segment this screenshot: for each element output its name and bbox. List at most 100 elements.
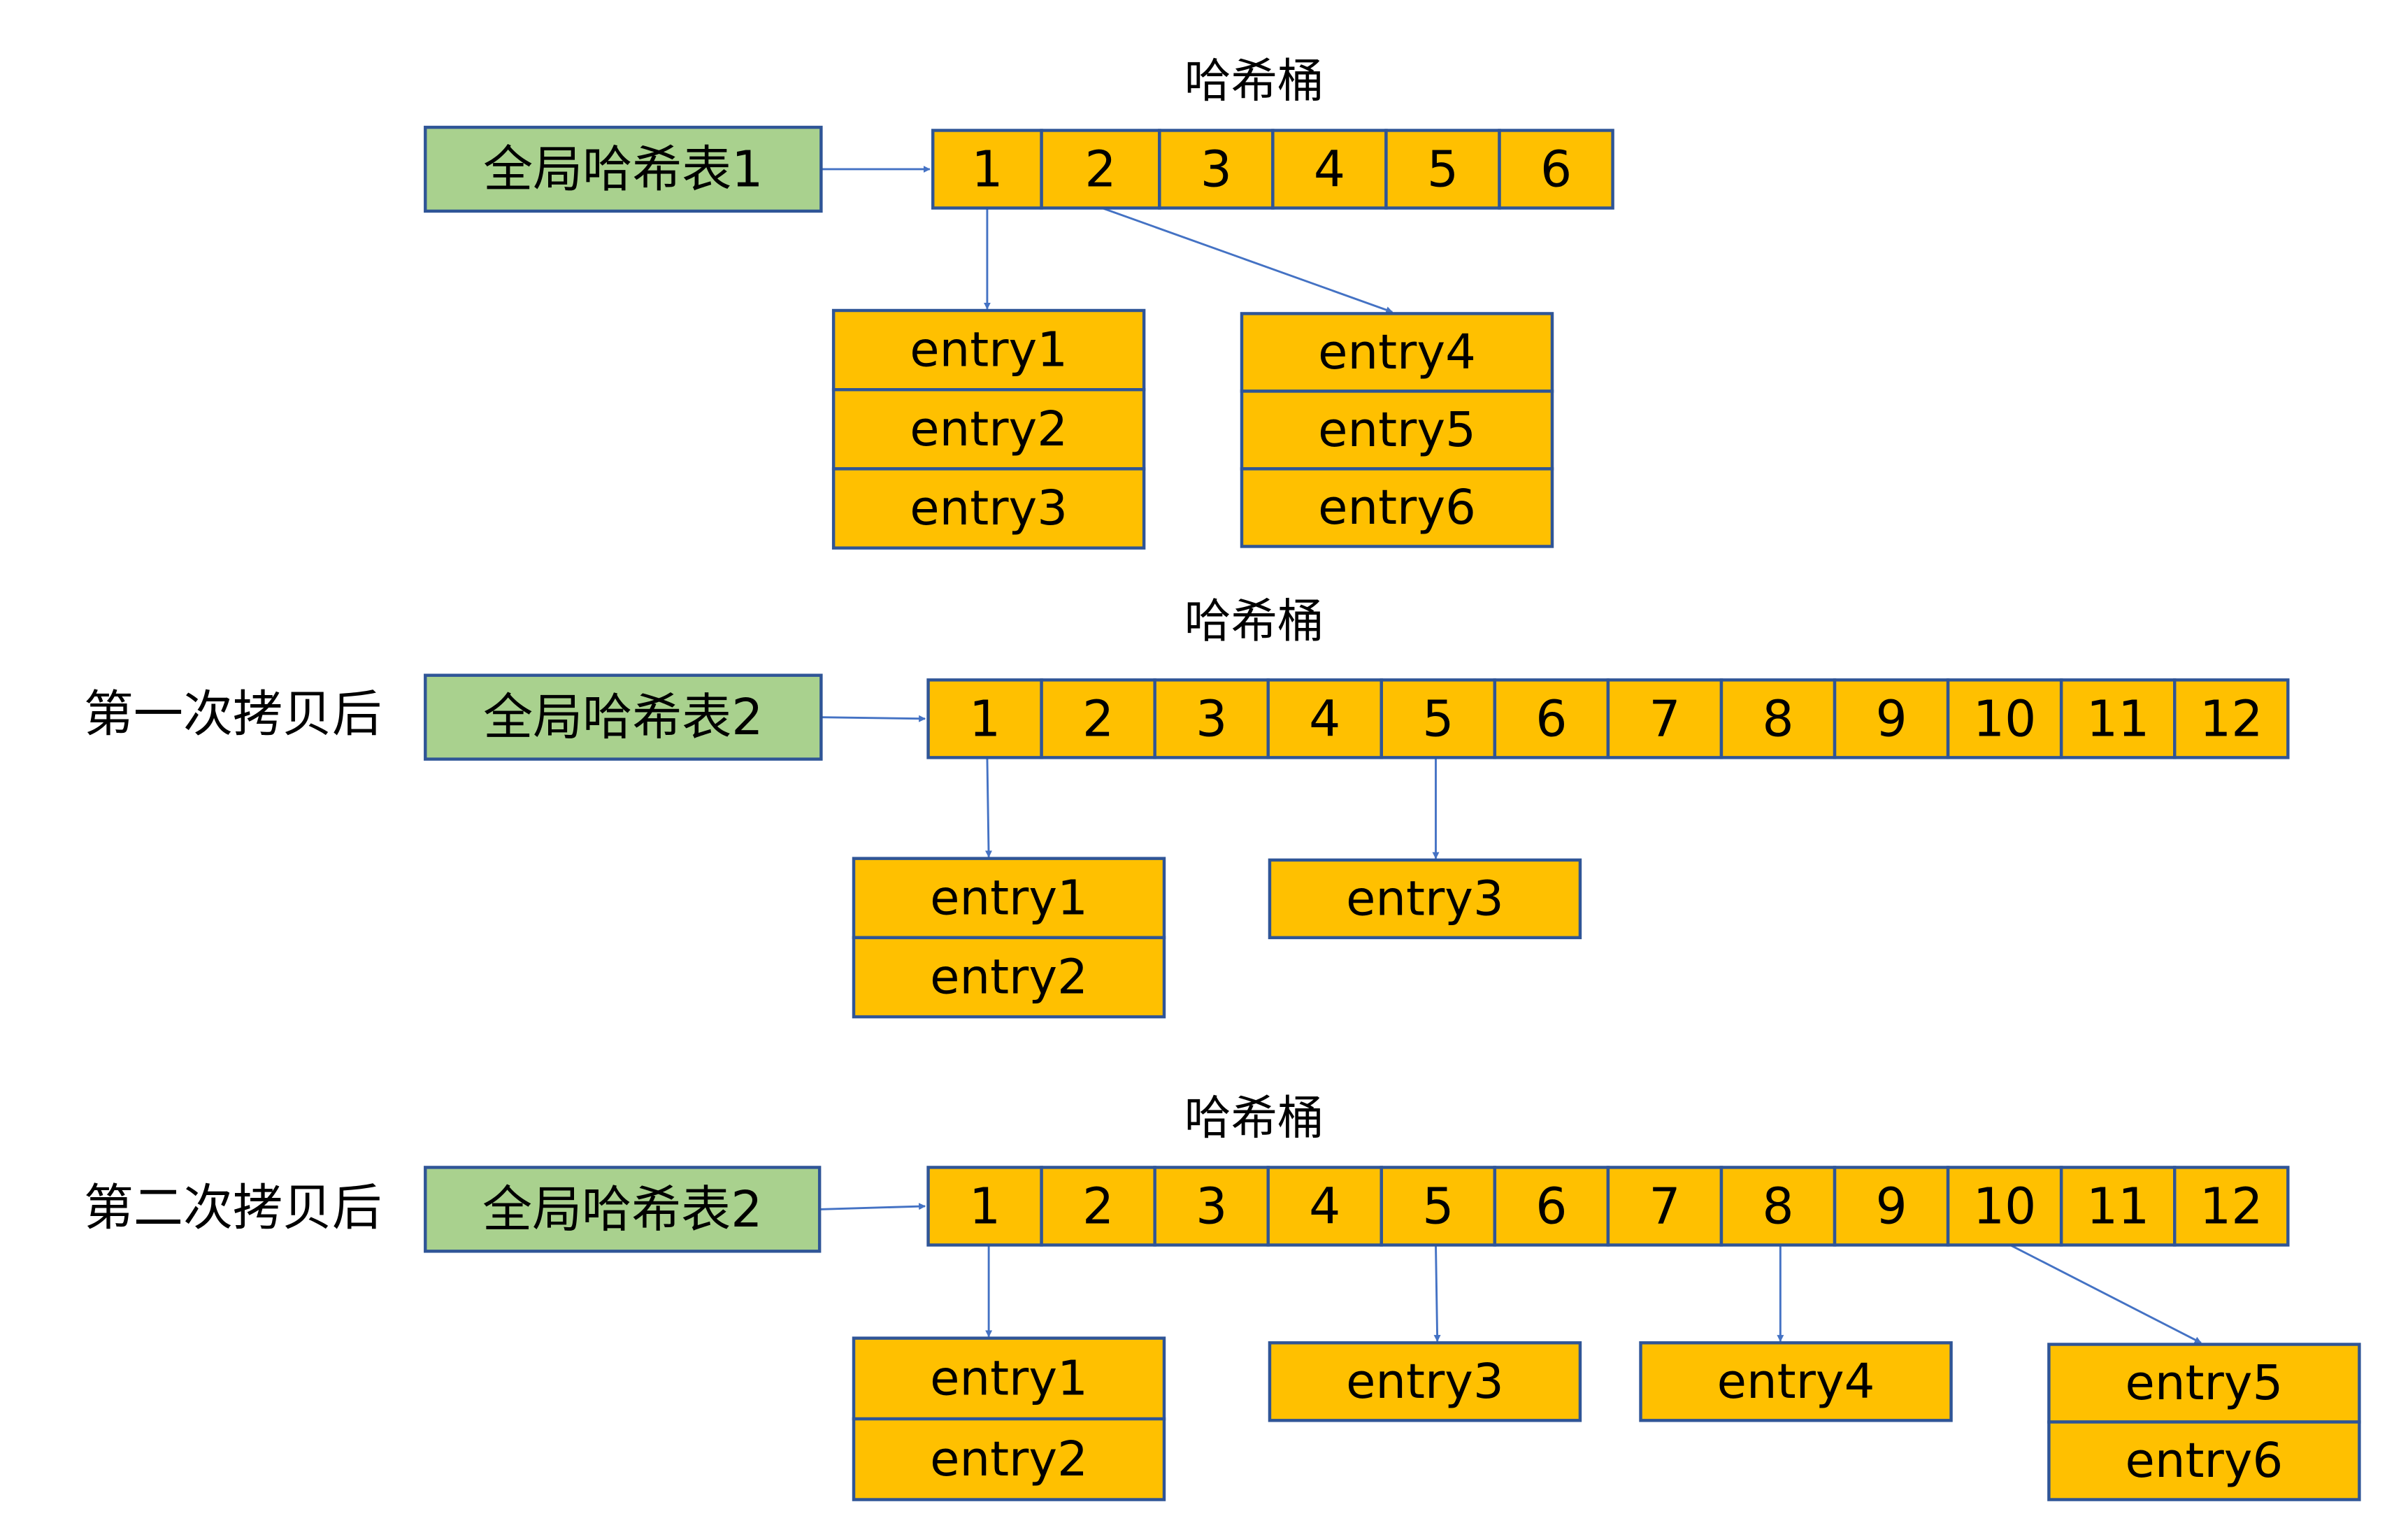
row-label: 第一次拷贝后: [84, 685, 382, 743]
bucket-label: 1: [969, 1177, 1001, 1235]
table-to-buckets-arrow: [821, 715, 926, 722]
entry-cell: [1268, 1341, 1582, 1422]
bucket-cell: [1040, 1166, 1156, 1247]
bucket-label: 2: [1084, 140, 1116, 198]
bucket-cell: [1158, 129, 1275, 210]
bucket-cell: [926, 1166, 1043, 1247]
entry-label: entry2: [930, 949, 1088, 1005]
bucket-cell: [1271, 129, 1388, 210]
entry-cell: [2047, 1420, 2361, 1501]
bucket-cell: [1040, 678, 1156, 759]
bucket-cell: [1266, 678, 1384, 759]
global-hash-table: [424, 673, 823, 761]
bucket-cell: [1719, 678, 1837, 759]
bucket-cell: [1606, 678, 1723, 759]
entry-cell: [831, 467, 1146, 550]
bucket-label: 6: [1535, 1177, 1567, 1235]
bucket-label: 10: [1973, 1177, 2036, 1235]
bucket-label: 5: [1422, 1177, 1454, 1235]
bucket-label: 6: [1540, 140, 1572, 198]
bucket-cell: [931, 129, 1043, 210]
bucket-title: 哈希桶: [1184, 594, 1324, 648]
bucket-label: 9: [1875, 1177, 1907, 1235]
bucket-cell: [2059, 1166, 2177, 1247]
global-hash-table-label: 全局哈希表2: [482, 1180, 762, 1238]
entry-cell: [1268, 858, 1582, 940]
bucket-label: 1: [971, 140, 1003, 198]
bucket-label: 7: [1649, 1177, 1680, 1235]
bucket-cell: [1384, 129, 1501, 210]
global-hash-table: [424, 1166, 822, 1253]
bucket-label: 11: [2086, 1177, 2149, 1235]
entry-cell: [831, 308, 1146, 392]
bucket-title: 哈希桶: [1184, 1090, 1324, 1145]
entry-label: entry1: [910, 322, 1068, 378]
bucket-cell: [1833, 1166, 1950, 1247]
entry-cell: [1240, 467, 1554, 548]
global-hash-table: [424, 125, 823, 213]
entry-label: entry3: [910, 480, 1068, 536]
bucket-label: 4: [1314, 140, 1345, 198]
bucket-cell: [1379, 1166, 1497, 1247]
entry-label: entry2: [930, 1431, 1088, 1487]
entry-label: entry3: [1346, 1354, 1504, 1410]
entry-label: entry5: [1318, 402, 1476, 458]
entry-cell: [831, 387, 1146, 471]
bucket-label: 3: [1201, 140, 1232, 198]
bucket-label: 9: [1875, 689, 1907, 748]
bucket-cell: [926, 678, 1043, 759]
entry-cell: [1240, 389, 1554, 471]
entry-cell: [852, 936, 1166, 1019]
entry-cell: [852, 1417, 1166, 1501]
bucket-label: 2: [1082, 1177, 1114, 1235]
bucket-label: 1: [969, 689, 1001, 748]
entry-cell: [1639, 1341, 1953, 1422]
bucket-label: 12: [2200, 1177, 2263, 1235]
entry-cell: [1240, 312, 1554, 393]
bucket-cell: [1946, 678, 2063, 759]
entry-label: entry4: [1318, 324, 1476, 380]
bucket-label: 10: [1973, 689, 2036, 748]
entry-cell: [852, 857, 1166, 940]
entry-label: entry5: [2126, 1355, 2284, 1411]
bucket-label: 5: [1427, 140, 1459, 198]
bucket-label: 3: [1196, 1177, 1227, 1235]
bucket-cell: [2172, 678, 2290, 759]
entry-label: entry1: [930, 1350, 1088, 1406]
bucket-cell: [1493, 678, 1610, 759]
entry-label: entry1: [930, 870, 1088, 926]
global-hash-table-label: 全局哈希表2: [483, 688, 763, 746]
bucket-cell: [1719, 1166, 1837, 1247]
bucket-to-entry-arrow: [1101, 207, 1393, 313]
global-hash-table-label: 全局哈希表1: [483, 140, 763, 198]
bucket-label: 4: [1309, 689, 1340, 748]
entry-cell: [2047, 1343, 2361, 1424]
bucket-label: 6: [1535, 689, 1567, 748]
bucket-cell: [1946, 1166, 2063, 1247]
bucket-label: 4: [1309, 1177, 1340, 1235]
entry-label: entry3: [1346, 871, 1504, 927]
arrow-layer: [819, 165, 2202, 1344]
entry-label: entry6: [1318, 480, 1476, 536]
bucket-label: 8: [1762, 1177, 1793, 1235]
bucket-cell: [1833, 678, 1950, 759]
bucket-label: 3: [1196, 689, 1227, 748]
bucket-cell: [1498, 129, 1614, 210]
bucket-label: 7: [1649, 689, 1680, 748]
bucket-to-entry-arrow: [1433, 1245, 1441, 1343]
bucket-cell: [2172, 1166, 2290, 1247]
bucket-label: 12: [2200, 689, 2263, 748]
entry-label: entry4: [1717, 1354, 1875, 1410]
entry-label: entry2: [910, 401, 1068, 457]
bucket-to-entry-arrow: [2009, 1244, 2202, 1344]
bucket-label: 5: [1422, 689, 1454, 748]
table-to-buckets-arrow: [819, 1203, 926, 1210]
bucket-label: 2: [1082, 689, 1114, 748]
bucket-label: 8: [1762, 689, 1793, 748]
bucket-cell: [1606, 1166, 1723, 1247]
bucket-cell: [1493, 1166, 1610, 1247]
bucket-label: 11: [2086, 689, 2149, 748]
bucket-cell: [1153, 678, 1270, 759]
